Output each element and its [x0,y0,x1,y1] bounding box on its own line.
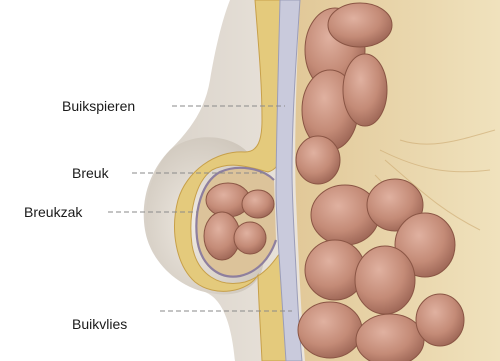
label-sac: Breukzak [24,204,83,220]
label-peritoneum: Buikvlies [72,316,127,332]
label-muscles: Buikspieren [62,98,135,114]
label-hernia: Breuk [72,165,110,181]
